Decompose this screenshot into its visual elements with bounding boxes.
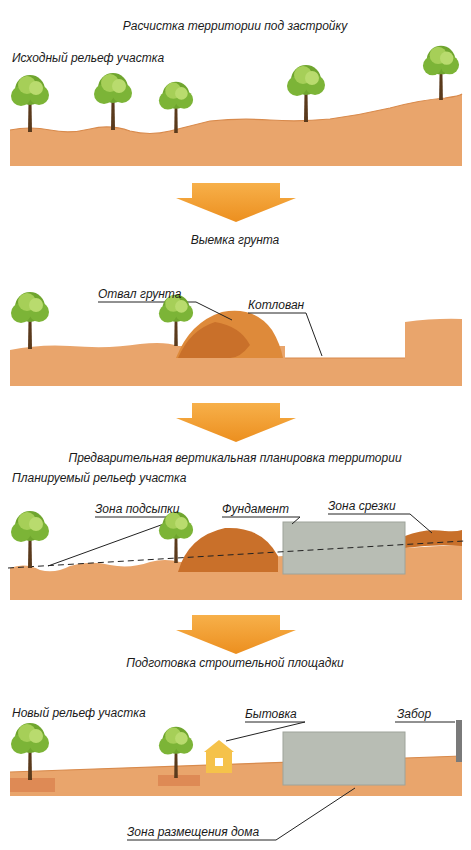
planned-relief-line [8,541,464,568]
callout-label: Зона размещения дома [127,825,259,839]
callout-label: Зона подсыпки [95,502,179,516]
foundation [283,522,405,574]
callout-label: Фундамент [222,502,289,516]
tree-pit [10,778,55,792]
fence [456,720,462,762]
tree [423,46,459,100]
tree [159,512,193,563]
stage-heading: Предварительная вертикальная планировка … [68,451,401,465]
stage-heading: Подготовка строительной площадки [126,656,344,670]
tree [94,73,132,130]
house-zone [283,732,405,785]
diagram-title: Расчистка территории под застройку [123,19,347,33]
callout-label: Котлован [248,298,304,312]
fill-mound [178,528,278,572]
tree [159,727,193,778]
tree [11,75,49,132]
leader-lines [48,302,455,840]
tree [11,723,49,780]
site-cabin [204,740,234,773]
tree [159,82,193,133]
ground-top [10,94,462,134]
stage-heading: Выемка грунта [191,233,280,247]
tree [11,292,49,349]
tree [159,295,193,346]
down-arrow [176,403,296,442]
cut-zone [405,530,462,548]
panel-caption: Планируемый рельеф участка [12,471,186,485]
tree-pit [158,775,200,786]
panel-caption: Новый рельеф участка [12,706,146,720]
down-arrow [176,183,296,222]
tree [287,65,325,122]
ground [10,94,462,166]
spoil-heap [176,311,283,358]
callout-label: Забор [397,707,431,721]
tree [11,511,49,568]
down-arrow [176,615,296,654]
callout-label: Бытовка [245,707,297,721]
spoil-heap-core [178,322,250,358]
callout-label: Отвал грунта [98,287,181,301]
pit-bottom [285,358,405,359]
panel-caption: Исходный рельеф участка [12,51,164,65]
callout-label: Зона срезки [328,499,396,513]
